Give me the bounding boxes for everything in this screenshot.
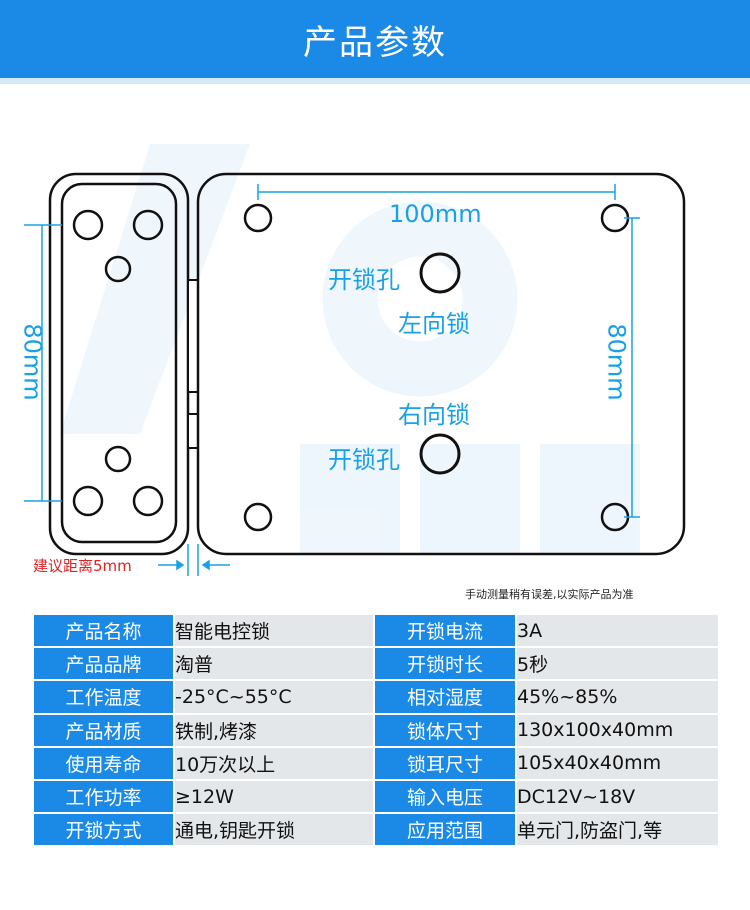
spec-key: 开锁电流 xyxy=(373,612,517,649)
lock-dimension-diagram: 80mm 100mm 80mm 开锁孔 左向锁 右向锁 开锁孔 建议距离5mm … xyxy=(0,84,750,604)
spec-key: 锁体尺寸 xyxy=(373,712,517,748)
header-divider xyxy=(0,78,750,84)
spec-key: 应用范围 xyxy=(373,812,517,848)
key-hole-label-bottom: 开锁孔 xyxy=(328,446,400,474)
screw-hole xyxy=(72,485,104,517)
spec-value: 130x100x40mm xyxy=(515,712,720,748)
screw-hole xyxy=(104,445,132,473)
dim-width-label: 100mm xyxy=(389,200,482,228)
spec-value: -25°C~55°C xyxy=(173,679,375,715)
screw-hole xyxy=(243,203,273,233)
spec-key: 产品品牌 xyxy=(32,646,175,682)
spec-key: 开锁方式 xyxy=(32,812,175,848)
spec-value: 5秒 xyxy=(515,646,720,682)
dimension-lines xyxy=(24,184,640,576)
spec-value: 3A xyxy=(515,612,720,649)
spec-value: 105x40x40mm xyxy=(515,745,720,781)
spec-value: ≥12W xyxy=(173,778,375,815)
spec-value: 单元门,防盗门,等 xyxy=(515,812,720,848)
spec-row: 开锁方式通电,钥匙开锁应用范围单元门,防盗门,等 xyxy=(32,812,720,848)
spec-value: 铁制,烤漆 xyxy=(173,712,375,748)
lock-ear xyxy=(48,172,190,556)
spec-value: 10万次以上 xyxy=(173,745,375,781)
measurement-note: 手动测量稍有误差,以实际产品为准 xyxy=(465,588,634,601)
screw-hole xyxy=(104,255,132,283)
spec-value: 智能电控锁 xyxy=(173,612,375,649)
screw-hole xyxy=(132,485,164,517)
lock-body xyxy=(196,172,686,556)
spec-value: 45%~85% xyxy=(515,679,720,715)
spec-key: 产品名称 xyxy=(32,612,175,649)
key-hole-label-top: 开锁孔 xyxy=(328,266,400,294)
gap-distance-label: 建议距离5mm xyxy=(33,557,132,575)
spec-key: 相对湿度 xyxy=(373,679,517,715)
spec-key: 工作温度 xyxy=(32,679,175,715)
left-lock-label: 左向锁 xyxy=(398,310,470,338)
dim-right-height-label: 80mm xyxy=(602,323,631,401)
spec-key: 使用寿命 xyxy=(32,745,175,781)
spec-key: 工作功率 xyxy=(32,778,175,815)
key-hole-bottom xyxy=(419,433,461,475)
spec-value: DC12V~18V xyxy=(515,778,720,815)
dim-left-height-label: 80mm xyxy=(18,323,47,401)
page-title: 产品参数 xyxy=(303,22,447,63)
key-hole-top xyxy=(419,252,461,294)
spec-value: 淘普 xyxy=(173,646,375,682)
spec-key: 锁耳尺寸 xyxy=(373,745,517,781)
screw-hole xyxy=(243,502,273,532)
spec-value: 通电,钥匙开锁 xyxy=(173,812,375,848)
screw-hole xyxy=(132,209,164,241)
right-lock-label: 右向锁 xyxy=(398,401,470,429)
watermark xyxy=(60,144,640,554)
spec-key: 开锁时长 xyxy=(373,646,517,682)
hinge-tabs xyxy=(187,279,199,449)
screw-hole xyxy=(72,209,104,241)
spec-key: 输入电压 xyxy=(373,778,517,815)
header-bar: 产品参数 xyxy=(0,0,750,78)
spec-key: 产品材质 xyxy=(32,712,175,748)
diagram-drawing xyxy=(24,144,686,576)
